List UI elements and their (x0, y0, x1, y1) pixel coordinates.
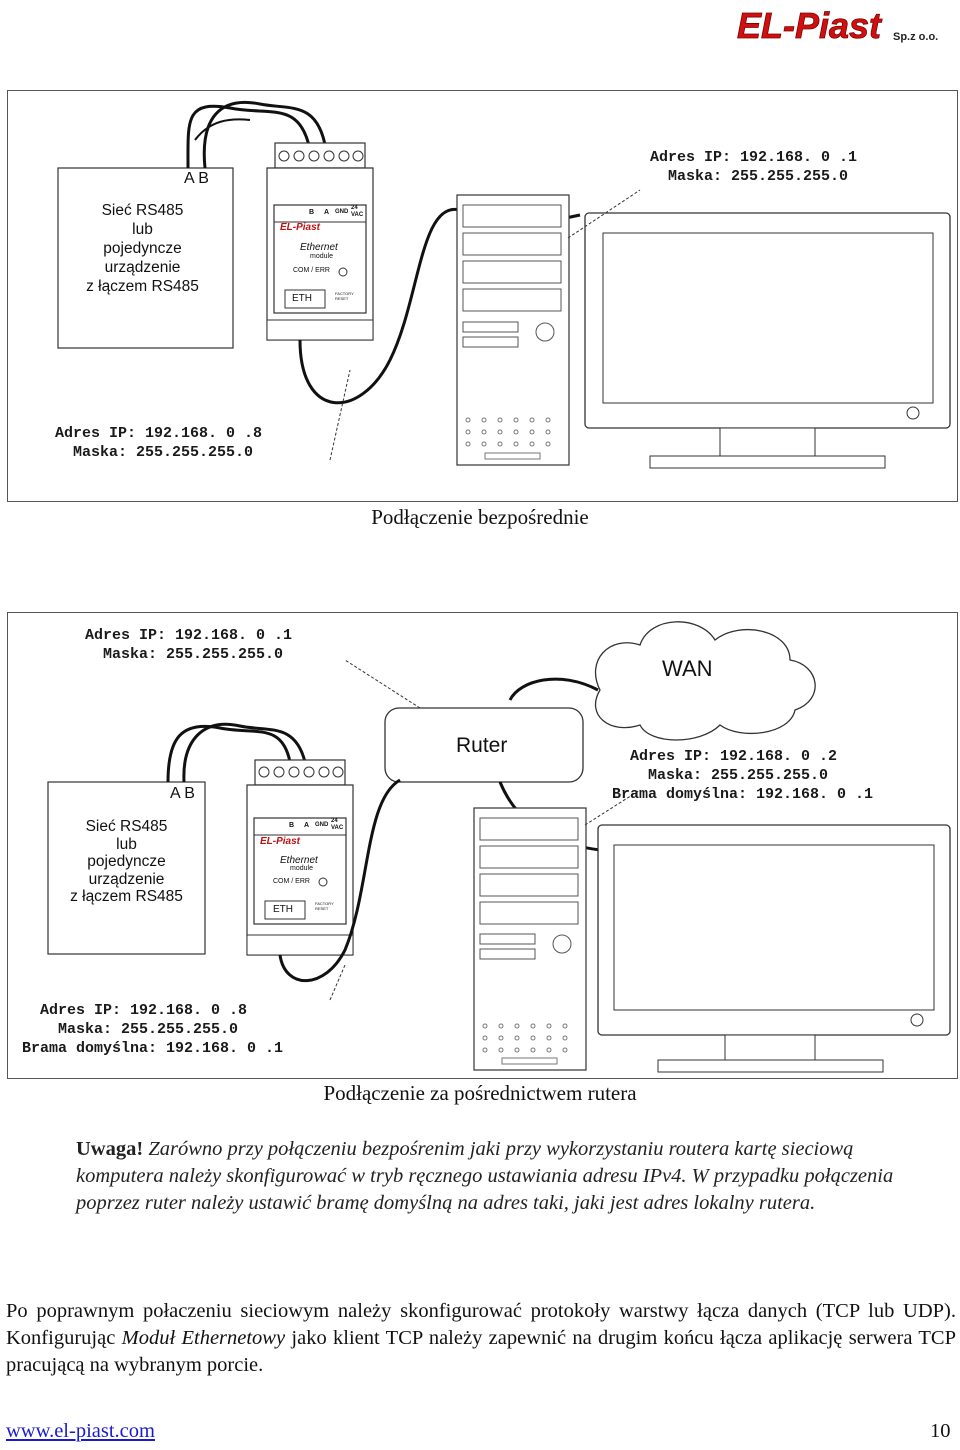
module2-reset: FACTORY RESET (315, 901, 334, 911)
module1-term-gnd: GND (335, 209, 349, 215)
module1-sub: module (310, 253, 333, 260)
module2-term-b: B (289, 822, 295, 829)
module2-term-24: 24 VAC (331, 818, 344, 831)
module2-ip-label: Adres IP: 192.168. 0 .8 Maska: 255.255.2… (22, 1002, 284, 1057)
svg-text:Sp.z o.o.: Sp.z o.o. (893, 31, 938, 43)
pc1-ip-label: Adres IP: 192.168. 0 .1 Maska: 255.255.2… (650, 149, 858, 185)
warning-note-text: Zarówno przy połączeniu bezpośrenim jaki… (76, 1138, 894, 1214)
body-paragraph-part1: Po poprawnym połaczeniu sieciowym należy… (6, 1300, 956, 1349)
wan-label: WAN (662, 656, 713, 681)
footer-website-link[interactable]: www.el-piast.com (6, 1420, 155, 1442)
module2-com: COM / ERR (273, 878, 310, 885)
body-paragraph-part2: jako klient TCP należy zapewnić na drugi… (6, 1327, 957, 1376)
svg-text:EL-Piast: EL-Piast (737, 5, 883, 46)
warning-note: Uwaga! Zarówno przy połączeniu bezpośren… (76, 1136, 946, 1217)
module2-eth: ETH (273, 904, 293, 915)
module1-name: Ethernet (300, 242, 338, 253)
module1-com: COM / ERR (293, 267, 330, 274)
router-ip-label: Adres IP: 192.168. 0 .1 Maska: 255.255.2… (85, 627, 293, 663)
device2-ab-label: A B (170, 785, 195, 802)
pc2-ip-label: Adres IP: 192.168. 0 .2 Maska: 255.255.2… (612, 748, 874, 803)
module2-term-a: A (304, 822, 310, 829)
device1-ab-label: A B (184, 170, 209, 187)
body-paragraph: Po poprawnym połaczeniu sieciowym należy… (6, 1298, 956, 1379)
module1-brand: EL-Piast (280, 222, 321, 233)
module1-term-a: A (324, 209, 330, 216)
body-paragraph-italic: Moduł Ethernetowy (121, 1327, 286, 1349)
module1-term-b: B (309, 209, 315, 216)
module2-name: Ethernet (280, 855, 318, 866)
diagram-direct-graphics (57, 101, 951, 469)
diagram-direct-caption: Podłączenie bezpośrednie (371, 505, 589, 529)
device1-label: Sieć RS485 lub pojedyncze urządzenie z ł… (86, 202, 199, 295)
module1-eth: ETH (292, 293, 312, 304)
company-logo: EL-Piast Sp.z o.o. (735, 2, 939, 52)
module2-brand: EL-Piast (260, 836, 301, 847)
warning-note-label: Uwaga! (76, 1138, 144, 1160)
diagram-router-caption: Podłączenie za pośrednictwem rutera (323, 1081, 637, 1105)
module1-ip-label: Adres IP: 192.168. 0 .8 Maska: 255.255.2… (55, 425, 263, 461)
module2-term-gnd: GND (315, 822, 329, 828)
router-label: Ruter (456, 734, 508, 757)
module1-reset: FACTORY RESET (335, 291, 354, 301)
module1-term-24: 24 VAC (351, 205, 364, 218)
module2-sub: module (290, 865, 313, 872)
page-number: 10 (930, 1420, 951, 1442)
device2-label: Sieć RS485 lub pojedyncze urządzenie z ł… (70, 818, 183, 905)
